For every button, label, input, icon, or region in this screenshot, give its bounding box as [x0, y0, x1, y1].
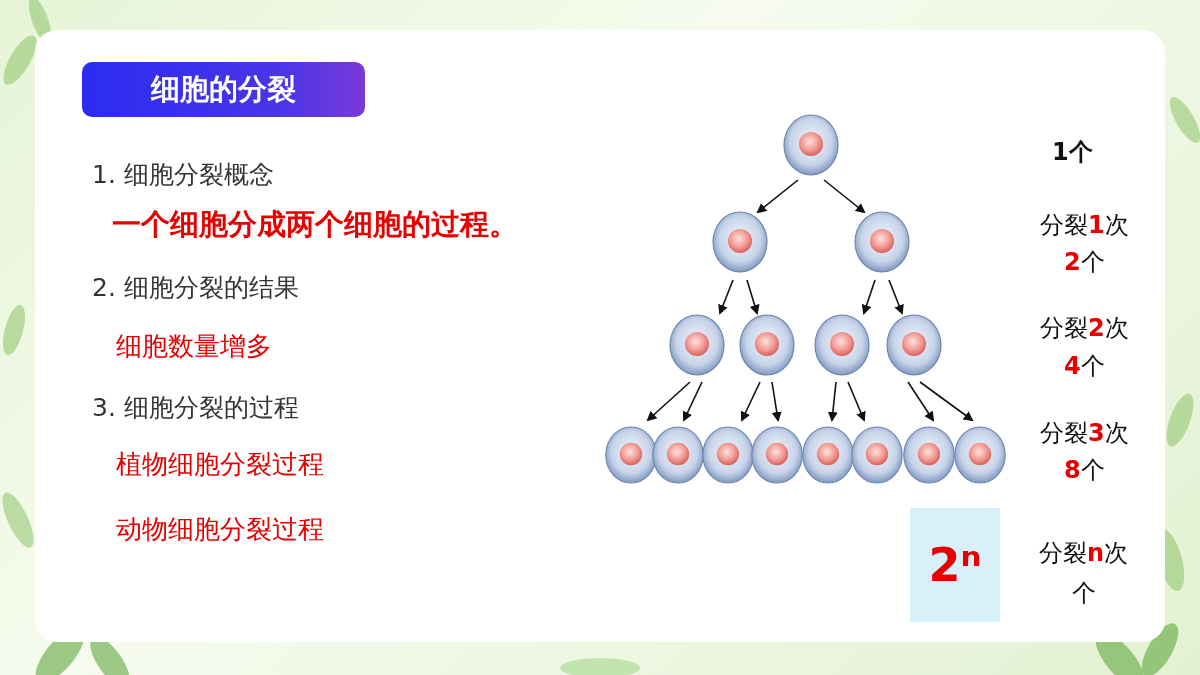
title-banner: 细胞的分裂: [82, 62, 365, 117]
division-label: 分裂1次: [1040, 211, 1129, 240]
answer-text: 细胞数量增多: [116, 331, 272, 362]
count-label: 个: [1072, 579, 1096, 608]
section-heading: 3. 细胞分裂的过程: [92, 393, 299, 423]
definition-text: 一个细胞分成两个细胞的过程。: [112, 207, 518, 242]
division-label: 分裂n次: [1039, 539, 1128, 568]
title-text: 细胞的分裂: [151, 70, 296, 110]
answer-text: 动物细胞分裂过程: [116, 514, 324, 545]
count-label: 1个: [1052, 138, 1093, 167]
answer-text: 植物细胞分裂过程: [116, 449, 324, 480]
count-label: 4个: [1064, 352, 1105, 381]
section-heading: 1. 细胞分裂概念: [92, 160, 274, 190]
division-label: 分裂2次: [1040, 314, 1129, 343]
count-label: 8个: [1064, 456, 1105, 485]
division-label: 分裂3次: [1040, 419, 1129, 448]
count-label: 2个: [1064, 248, 1105, 277]
formula-text: 2ⁿ: [929, 540, 982, 591]
formula-box: 2ⁿ: [910, 508, 1000, 622]
section-heading: 2. 细胞分裂的结果: [92, 273, 299, 303]
